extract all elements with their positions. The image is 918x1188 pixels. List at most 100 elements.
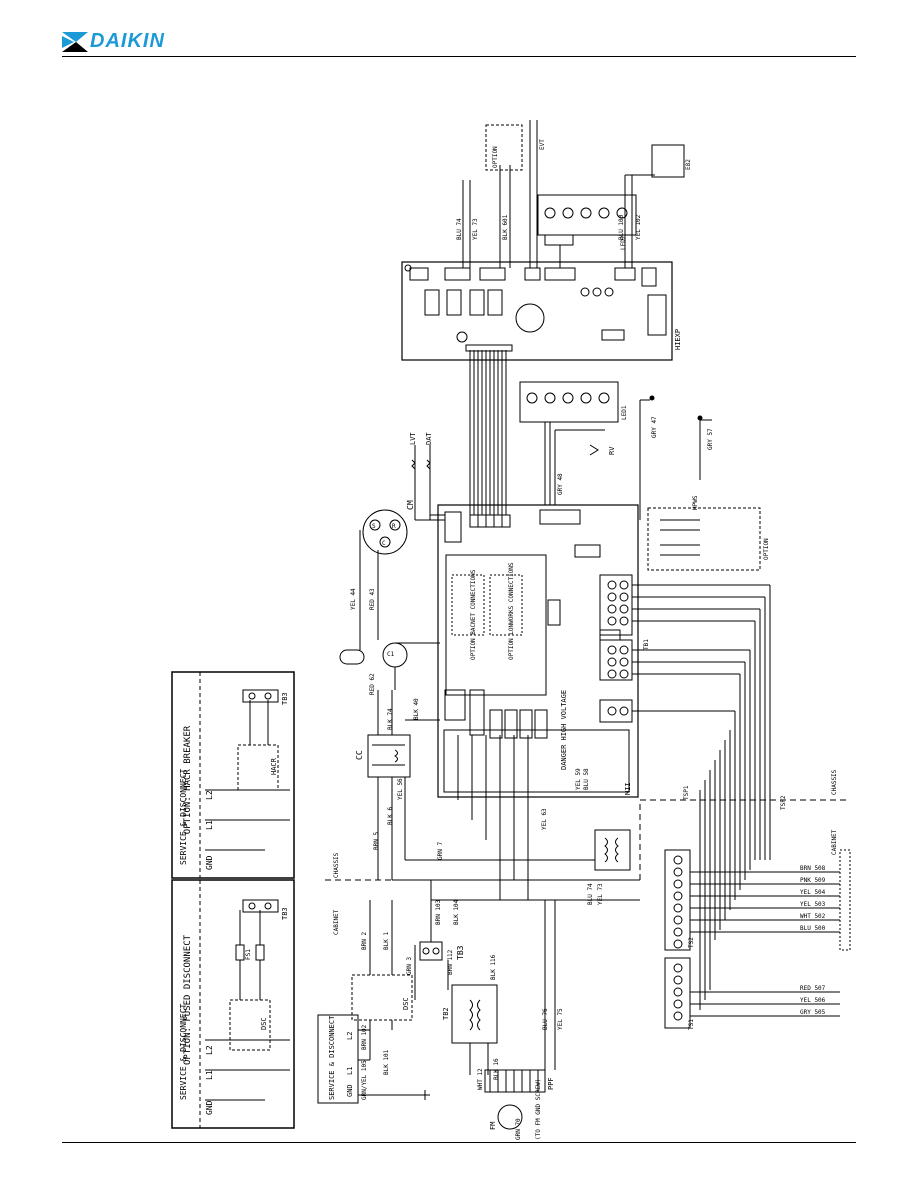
- tsp2-label: TSP2: [780, 795, 787, 810]
- option-fused-svc-label: SERVICE & DISCONNECT: [179, 1003, 188, 1100]
- option-fused-fs: FS1: [245, 949, 252, 960]
- cm-terminal-r: R: [392, 523, 396, 530]
- option-hacr-tb3: TB3: [281, 692, 289, 705]
- wire-gry48: GRY 48: [557, 473, 564, 495]
- option-hacr-l1: L1: [205, 820, 214, 830]
- wire-wht12: WHT 12: [477, 1068, 484, 1090]
- main-dsc: DSC: [402, 997, 410, 1010]
- wire-blu500: BLU 500: [800, 925, 826, 932]
- cabinet-label-right: CABINET: [831, 829, 838, 855]
- main-tb3: TB3 BRN 103 BRN 112 BLK 104: [419, 880, 465, 990]
- option-bacnet-label: OPTION BACNET CONNECTIONS: [470, 569, 477, 660]
- wire-blu74-lower: BLU 74: [587, 883, 594, 905]
- center-wiring: YEL 59 BLU 58 YEL 63 BLU 74 YEL 73: [392, 768, 640, 990]
- wire-yel63: YEL 63: [541, 808, 548, 830]
- lvt-label: LVT: [409, 432, 417, 445]
- ts2-label: TS2: [688, 937, 695, 948]
- led2-display: LED2: [537, 194, 637, 268]
- wire-gry57: GRY 57: [707, 428, 714, 450]
- mii-option-label: OPTION: [763, 538, 770, 560]
- option-hacr-label: HACR: [270, 757, 278, 775]
- wire-yel102: YEL 102: [635, 214, 642, 240]
- option-hacr-breaker-box: OPTION: HACR BREAKER SERVICE & DISCONNEC…: [171, 671, 295, 879]
- wire-yel504: YEL 504: [800, 889, 826, 896]
- cm-terminal-c: C: [382, 540, 386, 547]
- wire-gry505: GRY 505: [800, 1009, 826, 1016]
- led2-label: LED2: [620, 235, 627, 250]
- compressor-contactor: CC BLK 74 YEL 56 BLK 40 BLK 6 BRN 5 GRN …: [355, 690, 444, 880]
- main-ppf-label: PPF: [547, 1077, 555, 1090]
- cm-label: CM: [406, 500, 415, 510]
- hiexp-option-label: OPTION: [492, 146, 499, 168]
- option-fused-l2: L2: [205, 1045, 214, 1055]
- option-fused-tb3: TB3: [281, 907, 289, 920]
- wire-blk16: BLK 16: [493, 1058, 500, 1080]
- wire-blk40: BLK 40: [413, 698, 420, 720]
- wire-yel73-lower: YEL 73: [597, 883, 604, 905]
- wire-grn70: GRN 70: [515, 1118, 522, 1140]
- hiexp-top-wiring: BLU 74 YEL 73 BLK 601 OPTION EVT BLU 100…: [456, 120, 692, 268]
- wire-brn2: BRN 2: [361, 932, 368, 950]
- e82-label: E82: [685, 159, 692, 170]
- page-header: DAIKIN: [0, 0, 918, 60]
- ribbon-cable: [465, 344, 513, 515]
- main-tb3-label: TB3: [456, 945, 465, 960]
- footer-rule: [62, 1142, 856, 1143]
- rv-hpws: GRY 48 RV GRY 47 HPWS GRY 57: [554, 395, 714, 520]
- daikin-logo: DAIKIN: [62, 30, 165, 53]
- wire-wht502: WHT 502: [800, 913, 826, 920]
- mii-right-option: OPTION: [647, 507, 770, 571]
- wire-yel73: YEL 73: [472, 218, 479, 240]
- wire-blu100: BLU 100: [618, 214, 625, 240]
- wire-blu74: BLU 74: [456, 218, 463, 240]
- mii-right-wiring: TSP1 TSP2: [632, 584, 787, 1010]
- terminal-strip-ts2: TS2 BRN 508 PNK 509 YEL 504 YEL 503 WHT …: [664, 849, 851, 951]
- wire-brn508: BRN 508: [800, 865, 826, 872]
- wire-blk116: BLK 116: [490, 954, 497, 980]
- option-hacr-title: OPTION: HACR BREAKER: [183, 725, 193, 834]
- dat-label: DAT: [425, 432, 433, 445]
- option-lonworks-label: OPTION LONWORKS CONNECTIONS: [508, 562, 515, 660]
- wire-yel56: YEL 56: [397, 778, 404, 800]
- mii-label: MII: [624, 782, 632, 795]
- main-l2: L2: [346, 1032, 354, 1040]
- option-hacr-svc-label: SERVICE & DISCONNECT: [179, 768, 188, 865]
- cc-label: CC: [355, 750, 364, 760]
- option-fused-disconnect-box: OPTION: FUSED DISCONNECT SERVICE & DISCO…: [171, 879, 295, 1129]
- cabinet-label-left: CABINET: [333, 909, 340, 935]
- mii-board: MII DANGER HIGH VOLTAGE OPTION BACNET CO…: [437, 504, 650, 798]
- wire-red62: RED 62: [369, 673, 376, 695]
- wire-blk74: BLK 74: [387, 708, 394, 730]
- led1-display: LED1: [519, 381, 628, 505]
- wire-gry47: GRY 47: [651, 416, 658, 438]
- compressor: S R C CM YEL 44 RED 43 RED 62 C1: [339, 500, 440, 695]
- header-rule: [62, 56, 856, 57]
- main-tb2-label: TB2: [442, 1007, 450, 1020]
- hiexp-label: HIEXP: [674, 329, 682, 350]
- chassis-label-left: CHASSIS: [333, 852, 340, 878]
- cm-terminal-s: S: [372, 523, 376, 530]
- daikin-logo-text: DAIKIN: [90, 30, 165, 52]
- hiexp-board: HIEXP: [401, 261, 682, 361]
- wire-brn103: BRN 103: [435, 899, 442, 925]
- terminal-strip-ts1: TS1 RED 507 YEL 506 GRY 505: [664, 957, 840, 1030]
- fm-gnd-screw-note: (TO FM GND SCREW): [535, 1079, 542, 1140]
- wire-grnyel105: GRN/YEL 105: [361, 1060, 368, 1100]
- wire-blk101: BLK 101: [383, 1049, 390, 1075]
- wire-yel44: YEL 44: [350, 588, 357, 610]
- wire-yel59: YEL 59: [575, 768, 582, 790]
- option-hacr-l2: L2: [205, 790, 214, 800]
- option-fused-gnd: GND: [205, 1100, 214, 1115]
- wire-blu58: BLU 58: [583, 768, 590, 790]
- fan-motor: PPF FM GRN 70 (TO FM GND SCREW) BLU 76 Y…: [484, 990, 564, 1140]
- chassis-label-right: CHASSIS: [831, 769, 838, 795]
- hpws-label: HPWS: [692, 495, 699, 510]
- option-fused-l1: L1: [205, 1070, 214, 1080]
- option-hacr-gnd: GND: [205, 855, 214, 870]
- main-fm-label: FM: [489, 1122, 497, 1130]
- main-gnd: GND: [346, 1084, 354, 1097]
- wire-blk601: BLK 601: [502, 214, 509, 240]
- ts1-label: TS1: [688, 1019, 695, 1030]
- wire-blk104: BLK 104: [453, 899, 460, 925]
